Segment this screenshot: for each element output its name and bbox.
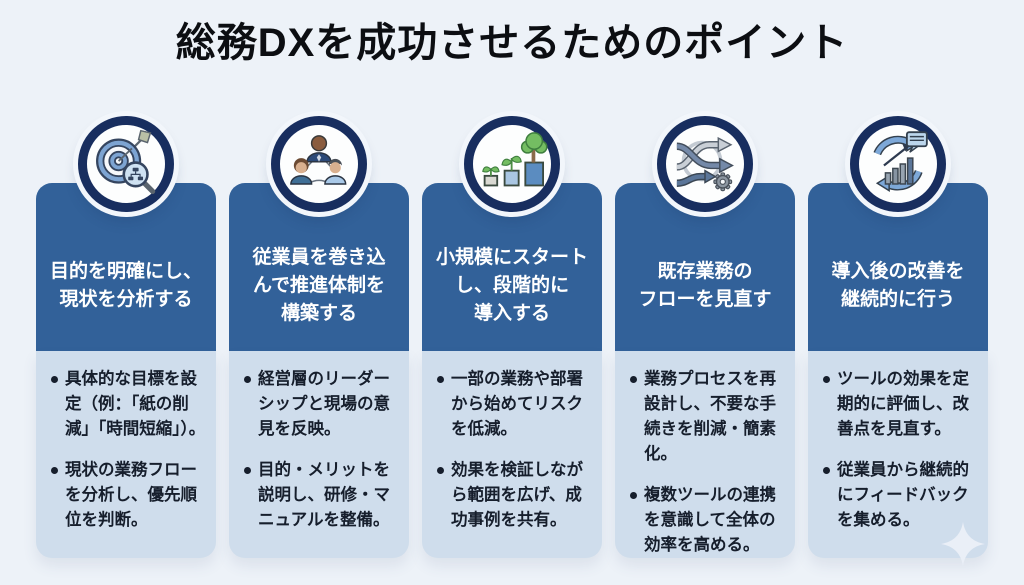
bullet-marker (630, 492, 637, 499)
list-item: 一部の業務や部署から始めてリスクを低減。 (435, 367, 594, 442)
card-body: 業務プロセスを再設計し、不要な手続きを削減・簡素化。 複数ツールの連携を意識して… (615, 351, 795, 558)
process-flow-gear-icon (657, 116, 753, 212)
bullet-marker (244, 376, 251, 383)
card-body: 経営層のリーダーシップと現場の意見を反映。 目的・メリットを説明し、研修・マニュ… (229, 351, 409, 558)
card-body: 具体的な目標を設定（例：「紙の削減」「時間短縮」）。 現状の業務フローを分析し、… (36, 351, 216, 558)
bullet-list: 具体的な目標を設定（例：「紙の削減」「時間短縮」）。 現状の業務フローを分析し、… (49, 367, 208, 533)
point-card-5: 導入後の改善を 継続的に行う ツールの効果を定期的に評価し、改善点を見直す。 従… (808, 116, 988, 566)
bullet-text: ツールの効果を定期的に評価し、改善点を見直す。 (837, 370, 969, 438)
growing-plants-icon (464, 116, 560, 212)
team-structure-icon (271, 116, 367, 212)
point-card-2: 従業員を巻き込 んで推進体制を 構築する 経営層のリーダーシップと現場の意見を反… (229, 116, 409, 558)
bullet-marker (437, 376, 444, 383)
bullet-text: 一部の業務や部署から始めてリスクを低減。 (451, 370, 583, 438)
target-magnifier-icon (78, 116, 174, 212)
improvement-cycle-icon (850, 116, 946, 212)
bullet-marker (823, 467, 830, 474)
bullet-text: 効果を検証しながら範囲を広げ、成功事例を共有。 (451, 461, 583, 529)
point-card-4: 既存業務の フローを見直す 業務プロセスを再設計し、不要な手続きを削減・簡素化。… (615, 116, 795, 558)
bullet-marker (51, 376, 58, 383)
bullet-marker (823, 376, 830, 383)
point-card-3: 小規模にスタート し、段階的に 導入する 一部の業務や部署から始めてリスクを低減… (422, 116, 602, 558)
bullet-text: 目的・メリットを説明し、研修・マニュアルを整備。 (258, 461, 390, 529)
points-row: 目的を明確にし、 現状を分析する 具体的な目標を設定（例：「紙の削減」「時間短縮… (0, 116, 1024, 566)
bullet-list: 一部の業務や部署から始めてリスクを低減。 効果を検証しながら範囲を広げ、成功事例… (435, 367, 594, 533)
bullet-list: 経営層のリーダーシップと現場の意見を反映。 目的・メリットを説明し、研修・マニュ… (242, 367, 401, 533)
bullet-text: 具体的な目標を設定（例：「紙の削減」「時間短縮」）。 (65, 370, 206, 438)
card-body: ツールの効果を定期的に評価し、改善点を見直す。 従業員から継続的にフィードバック… (808, 351, 988, 566)
point-card-1: 目的を明確にし、 現状を分析する 具体的な目標を設定（例：「紙の削減」「時間短縮… (36, 116, 216, 558)
bullet-marker (51, 467, 58, 474)
list-item: ツールの効果を定期的に評価し、改善点を見直す。 (821, 367, 980, 442)
bullet-text: 業務プロセスを再設計し、不要な手続きを削減・簡素化。 (644, 370, 776, 463)
list-item: 経営層のリーダーシップと現場の意見を反映。 (242, 367, 401, 442)
bullet-list: 業務プロセスを再設計し、不要な手続きを削減・簡素化。 複数ツールの連携を意識して… (628, 367, 787, 558)
bullet-text: 複数ツールの連携を意識して全体の効率を高める。 (644, 486, 776, 554)
sparkle-icon (941, 522, 985, 566)
bullet-text: 経営層のリーダーシップと現場の意見を反映。 (258, 370, 390, 438)
card-body: 一部の業務や部署から始めてリスクを低減。 効果を検証しながら範囲を広げ、成功事例… (422, 351, 602, 558)
bullet-text: 従業員から継続的にフィードバックを集める。 (837, 461, 969, 529)
bullet-text: 現状の業務フローを分析し、優先順位を判断。 (65, 461, 197, 529)
list-item: 効果を検証しながら範囲を広げ、成功事例を共有。 (435, 458, 594, 533)
bullet-marker (630, 376, 637, 383)
bullet-marker (437, 467, 444, 474)
bullet-marker (244, 467, 251, 474)
bullet-list: ツールの効果を定期的に評価し、改善点を見直す。 従業員から継続的にフィードバック… (821, 367, 980, 533)
list-item: 具体的な目標を設定（例：「紙の削減」「時間短縮」）。 (49, 367, 208, 442)
list-item: 現状の業務フローを分析し、優先順位を判断。 (49, 458, 208, 533)
list-item: 業務プロセスを再設計し、不要な手続きを削減・簡素化。 (628, 367, 787, 467)
page-title: 総務DXを成功させるためのポイント (175, 21, 849, 65)
list-item: 目的・メリットを説明し、研修・マニュアルを整備。 (242, 458, 401, 533)
list-item: 従業員から継続的にフィードバックを集める。 (821, 458, 980, 533)
list-item: 複数ツールの連携を意識して全体の効率を高める。 (628, 483, 787, 558)
